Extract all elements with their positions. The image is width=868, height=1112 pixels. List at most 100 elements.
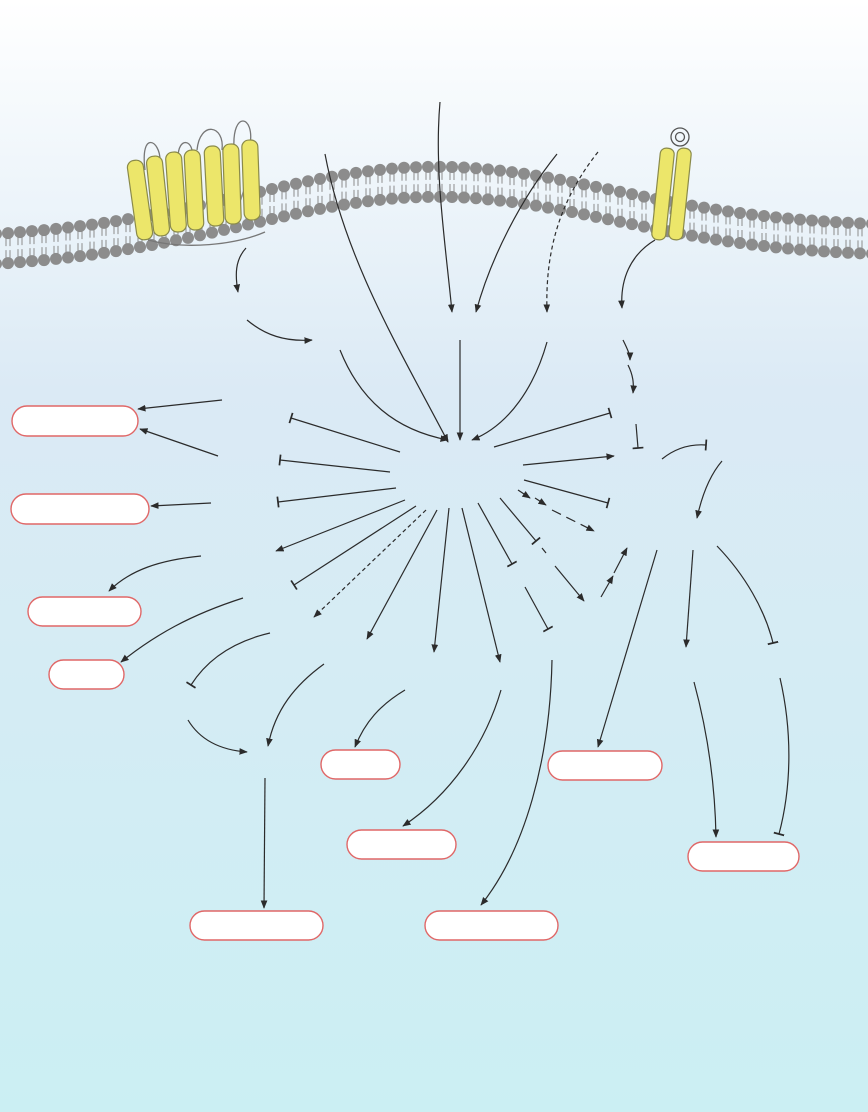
inhibit bbox=[477, 502, 518, 568]
arrow bbox=[627, 364, 638, 394]
lipid-head bbox=[578, 208, 590, 221]
lipid-head bbox=[266, 213, 278, 226]
lipid-head bbox=[638, 220, 650, 233]
lipid-head bbox=[626, 188, 638, 201]
lipid-head bbox=[794, 213, 806, 226]
label-box-6 bbox=[547, 750, 663, 781]
lipid-head bbox=[0, 229, 2, 239]
lipid-head bbox=[38, 224, 50, 237]
lipid-head bbox=[578, 178, 590, 191]
lipid-head bbox=[122, 213, 134, 226]
lipid-head bbox=[2, 227, 14, 240]
arrow bbox=[402, 689, 502, 827]
lipid-head bbox=[506, 196, 518, 209]
arrow-dashed bbox=[551, 509, 595, 532]
lipid-head bbox=[470, 192, 482, 205]
label-box-5 bbox=[320, 749, 401, 780]
arrow bbox=[437, 101, 455, 313]
inhibit bbox=[523, 479, 611, 509]
lipid-head bbox=[446, 161, 458, 174]
lipid-head bbox=[14, 256, 26, 269]
lipid-head bbox=[170, 234, 182, 247]
lipid-head bbox=[722, 235, 734, 248]
lipid-head bbox=[314, 202, 326, 215]
arrow bbox=[354, 689, 406, 748]
lipid-head bbox=[410, 191, 422, 204]
lipid-head bbox=[374, 193, 386, 206]
inhibit bbox=[493, 407, 613, 448]
label-box-1 bbox=[11, 405, 139, 437]
lipid-head bbox=[494, 194, 506, 207]
lipid-head bbox=[506, 166, 518, 179]
lipid-head bbox=[782, 212, 794, 225]
lipid-head bbox=[698, 201, 710, 214]
lipid-head bbox=[350, 166, 362, 179]
arrow bbox=[246, 319, 313, 344]
inhibit bbox=[661, 439, 708, 460]
arrow bbox=[260, 777, 268, 909]
lipid-head bbox=[110, 215, 122, 228]
lipid-head bbox=[446, 191, 458, 204]
lipid-head bbox=[50, 252, 62, 265]
arrow bbox=[613, 547, 628, 574]
lipid-head bbox=[206, 226, 218, 239]
lipid-head bbox=[818, 215, 830, 228]
lipid-head bbox=[182, 231, 194, 244]
lipid-head bbox=[194, 229, 206, 242]
arrow bbox=[554, 565, 585, 602]
lipid-head bbox=[830, 216, 842, 229]
lipid-head bbox=[566, 176, 578, 189]
arrow bbox=[600, 575, 614, 598]
lipid-head bbox=[518, 167, 530, 180]
lipid-head bbox=[50, 222, 62, 235]
arrow-dashed bbox=[543, 151, 599, 313]
lipid-head bbox=[710, 203, 722, 216]
lipid-head bbox=[326, 170, 338, 183]
inhibit bbox=[278, 454, 391, 473]
inhibit bbox=[524, 586, 554, 633]
arrow bbox=[471, 341, 548, 441]
lipid-head bbox=[374, 163, 386, 176]
lipid-head bbox=[26, 255, 38, 268]
lipid-head bbox=[698, 231, 710, 244]
inhibit bbox=[773, 677, 790, 837]
arrow bbox=[324, 153, 449, 443]
lipid-head bbox=[422, 190, 434, 203]
arrow bbox=[596, 549, 658, 748]
lipid-head bbox=[590, 210, 602, 223]
lipid-head bbox=[62, 251, 74, 264]
lipid-head bbox=[242, 218, 254, 231]
lipid-head bbox=[830, 246, 842, 259]
arrow bbox=[522, 453, 615, 466]
arrow bbox=[461, 507, 502, 663]
lipid-head bbox=[338, 198, 350, 211]
label-box-9 bbox=[189, 910, 324, 941]
inhibit bbox=[276, 487, 397, 508]
lipid-head bbox=[638, 190, 650, 203]
inhibit bbox=[288, 412, 401, 453]
inhibit bbox=[290, 505, 417, 591]
lipid-head bbox=[458, 191, 470, 204]
lipid-head bbox=[746, 238, 758, 251]
arrow bbox=[366, 509, 438, 640]
arrow bbox=[534, 497, 547, 506]
lipid-head bbox=[290, 207, 302, 220]
lipid-head bbox=[686, 229, 698, 242]
lipid-head bbox=[86, 248, 98, 261]
inhibit bbox=[632, 423, 644, 450]
arrow bbox=[683, 549, 694, 648]
lipid-head bbox=[2, 257, 14, 270]
arrow bbox=[480, 659, 553, 906]
lipid-head bbox=[770, 211, 782, 224]
label-box-2 bbox=[10, 493, 150, 525]
lipid-head bbox=[0, 259, 2, 269]
lipid-head bbox=[278, 180, 290, 193]
lipid-head bbox=[326, 200, 338, 213]
lipid-head bbox=[338, 168, 350, 181]
lipid-head bbox=[602, 183, 614, 196]
lipid-head bbox=[794, 243, 806, 256]
lipid-head bbox=[530, 199, 542, 212]
arrow bbox=[618, 239, 656, 309]
